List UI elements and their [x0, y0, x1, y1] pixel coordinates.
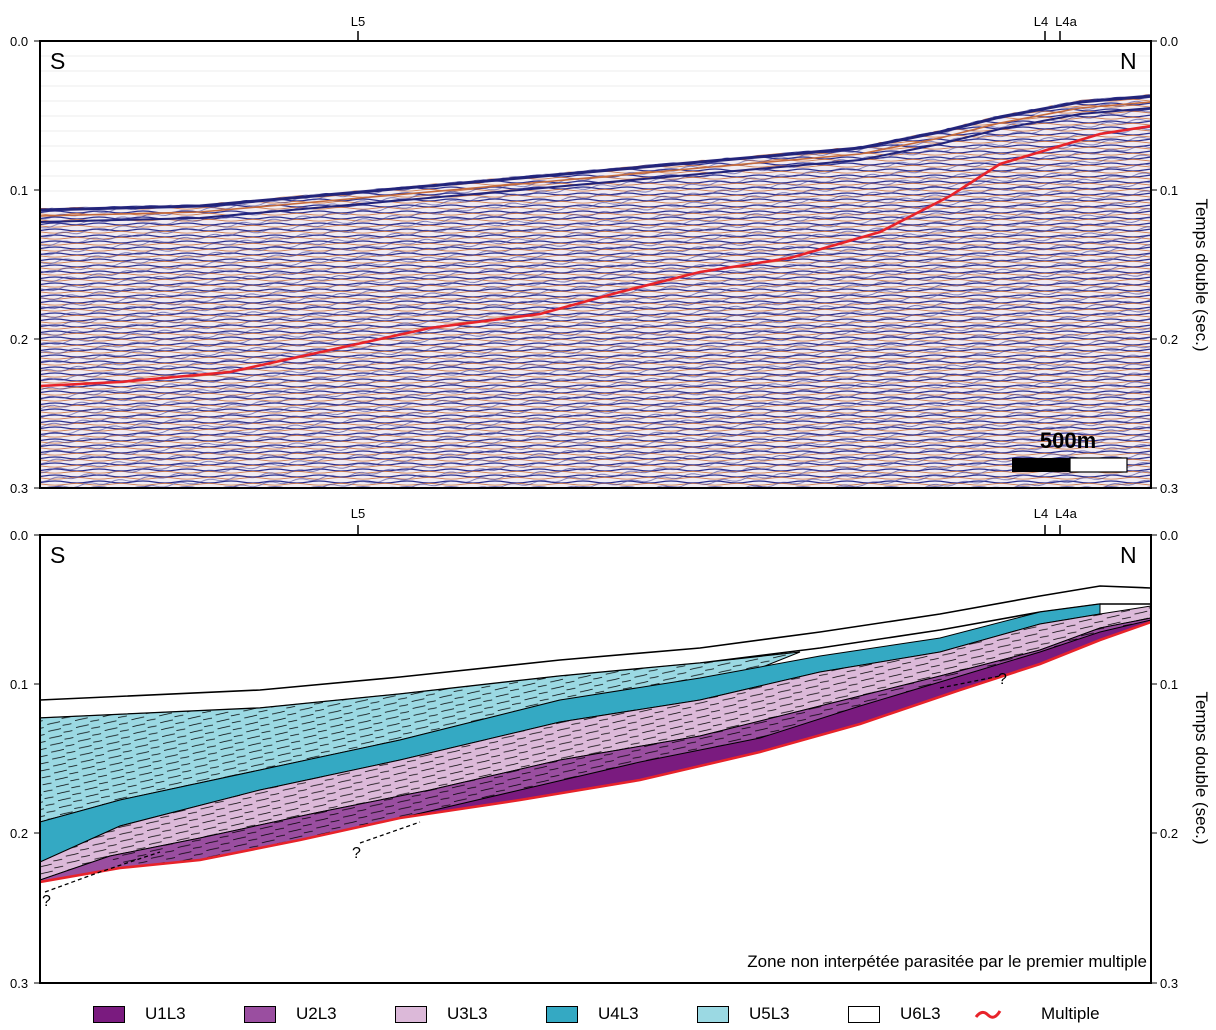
svg-text:0.0: 0.0: [10, 528, 28, 543]
seismic-profile-image: 500m: [40, 41, 1151, 488]
right-axis-title: Temps double (sec.): [1192, 198, 1211, 351]
wave-icon: [974, 1010, 1002, 1019]
line-marker-l5: L5: [351, 14, 365, 41]
legend-label: U6L3: [900, 1004, 941, 1023]
line-marker-l4: L4: [1034, 506, 1048, 535]
uncertainty-mark: ?: [352, 845, 361, 862]
svg-text:L4: L4: [1034, 506, 1048, 521]
svg-text:0.0: 0.0: [10, 34, 28, 49]
line-marker-l4a: L4a: [1055, 14, 1078, 41]
uncertainty-mark: ?: [998, 671, 1007, 688]
svg-text:0.0: 0.0: [1160, 528, 1178, 543]
bottom-interpretation-panel: S N ? ? ? Zone non interpétée parasitée …: [10, 506, 1211, 991]
multiple-line: [40, 620, 1151, 884]
svg-text:L4a: L4a: [1055, 506, 1077, 521]
scale-bar-label: 500m: [1040, 428, 1096, 453]
seismic-figure: 500m S N L5 L4 L4a 0.0 0.1 0.2 0.3 0.0: [10, 14, 1211, 991]
svg-text:0.1: 0.1: [10, 183, 28, 198]
legend-label: U4L3: [598, 1004, 639, 1023]
svg-text:0.1: 0.1: [1160, 677, 1178, 692]
uncertainty-mark: ?: [42, 893, 51, 910]
legend-label: U1L3: [145, 1004, 186, 1023]
top-seismic-panel: 500m S N L5 L4 L4a 0.0 0.1 0.2 0.3 0.0: [10, 14, 1211, 496]
svg-text:L5: L5: [351, 14, 365, 29]
svg-text:0.3: 0.3: [10, 481, 28, 496]
corner-label-south: S: [50, 48, 65, 74]
uninterpreted-zone-note: Zone non interpétée parasitée par le pre…: [747, 952, 1147, 971]
legend-swatch-u4l3: [546, 1006, 578, 1023]
unit-legend: U1L3 U2L3 U3L3 U4L3 U5L3 U6L3 Multiple: [0, 998, 1216, 1030]
legend-label: Multiple: [1041, 1004, 1100, 1023]
svg-text:0.1: 0.1: [10, 677, 28, 692]
svg-text:0.3: 0.3: [1160, 481, 1178, 496]
legend-label: U2L3: [296, 1004, 337, 1023]
corner-label-north: N: [1120, 542, 1137, 568]
right-axis-title: Temps double (sec.): [1192, 691, 1211, 844]
line-marker-l5: L5: [351, 506, 365, 535]
svg-text:0.2: 0.2: [10, 332, 28, 347]
corner-label-north: N: [1120, 48, 1137, 74]
legend-label: U5L3: [749, 1004, 790, 1023]
svg-text:0.3: 0.3: [1160, 976, 1178, 991]
svg-text:0.2: 0.2: [1160, 332, 1178, 347]
legend-swatch-u2l3: [244, 1006, 276, 1023]
interpreted-units: [40, 585, 1151, 893]
legend-swatch-u3l3: [395, 1006, 427, 1023]
legend-swatch-u1l3: [93, 1006, 125, 1023]
legend-swatch-u6l3: [848, 1006, 880, 1023]
line-marker-l4: L4: [1034, 14, 1048, 41]
legend-label: U3L3: [447, 1004, 488, 1023]
left-time-axis: 0.0 0.1 0.2 0.3: [10, 528, 40, 991]
svg-text:L5: L5: [351, 506, 365, 521]
legend-swatch-u5l3: [697, 1006, 729, 1023]
svg-text:L4: L4: [1034, 14, 1048, 29]
svg-text:0.2: 0.2: [10, 826, 28, 841]
svg-text:0.3: 0.3: [10, 976, 28, 991]
svg-text:0.1: 0.1: [1160, 183, 1178, 198]
corner-label-south: S: [50, 542, 65, 568]
svg-text:0.0: 0.0: [1160, 34, 1178, 49]
multiple-line: [40, 124, 1151, 388]
svg-text:L4a: L4a: [1055, 14, 1077, 29]
left-time-axis: 0.0 0.1 0.2 0.3: [10, 34, 40, 496]
line-marker-l4a: L4a: [1055, 506, 1078, 535]
right-time-axis: 0.0 0.1 0.2 0.3 Temps double (sec.): [1151, 528, 1211, 991]
scale-bar: 500m: [1012, 428, 1128, 473]
right-time-axis: 0.0 0.1 0.2 0.3 Temps double (sec.): [1151, 34, 1211, 496]
svg-text:0.2: 0.2: [1160, 826, 1178, 841]
